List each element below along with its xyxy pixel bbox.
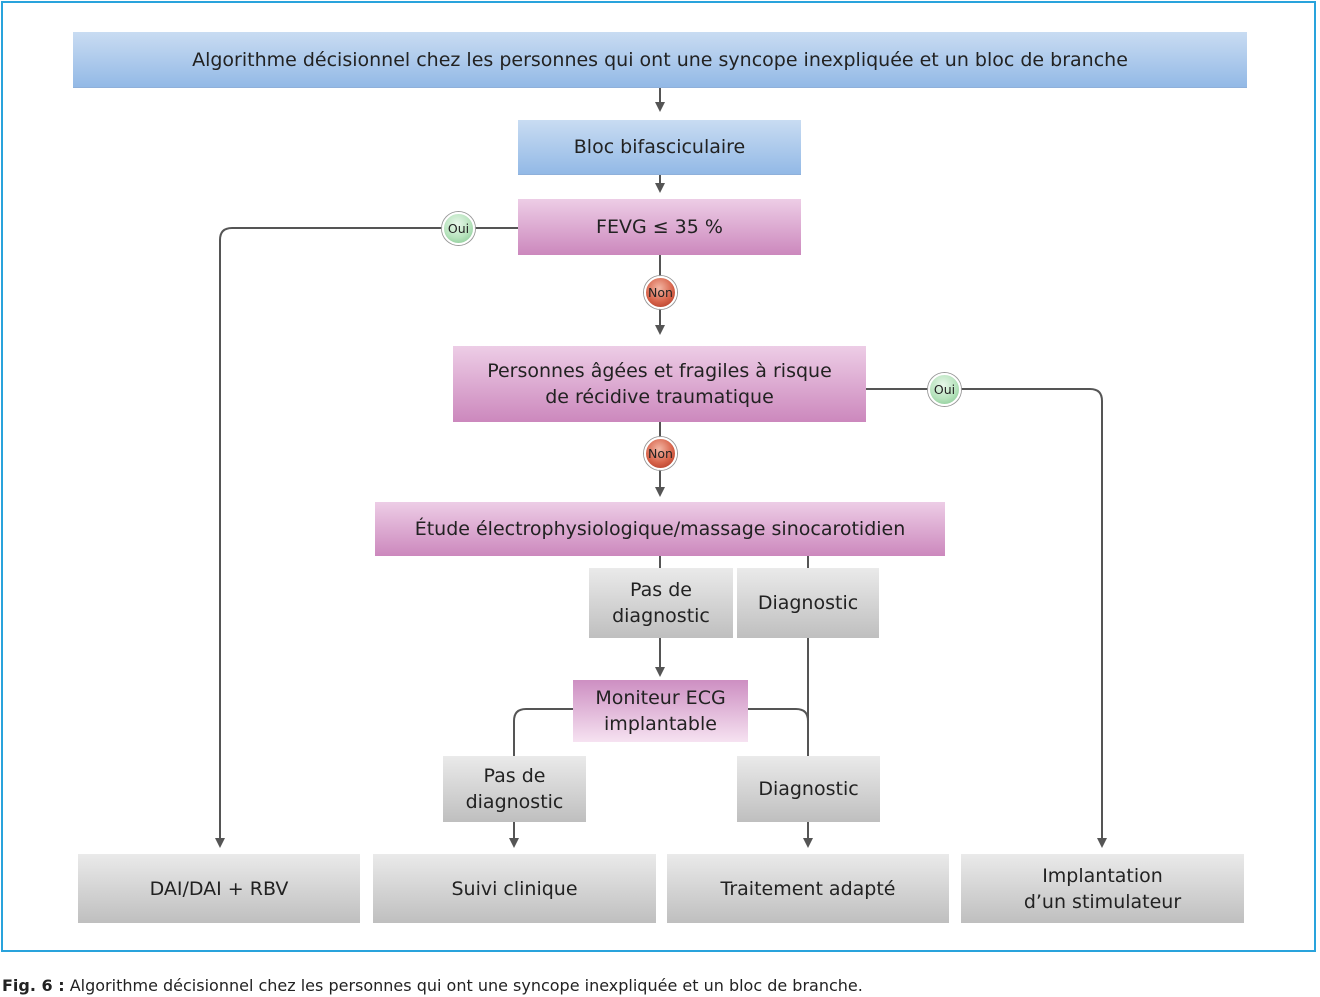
badge-oui-agees: Oui xyxy=(928,373,961,406)
outcome-implantation-line2: d’un stimulateur xyxy=(1023,890,1182,913)
diagnostic-box-1: Diagnostic xyxy=(737,568,879,638)
moniteur-ecg-line1: Moniteur ECG xyxy=(595,687,726,709)
badge-non-agees: Non xyxy=(644,437,677,470)
diagnostic-1-label: Diagnostic xyxy=(757,592,859,614)
moniteur-ecg-box: Moniteur ECG implantable xyxy=(573,680,748,742)
personnes-agees-line2: de récidive traumatique xyxy=(545,386,774,408)
pas-de-diagnostic-2-line2: diagnostic xyxy=(465,791,564,813)
title-box: Algorithme décisionnel chez les personne… xyxy=(73,32,1247,88)
pas-de-diagnostic-1-line1: Pas de xyxy=(630,579,692,601)
fevg-box: FEVG ≤ 35 % xyxy=(518,199,801,255)
pas-de-diagnostic-box-1: Pas de diagnostic xyxy=(589,568,733,638)
arrow-fevg-oui-to-dai xyxy=(215,227,519,848)
outcome-suivi-label: Suivi clinique xyxy=(451,877,578,900)
pas-de-diagnostic-1-line2: diagnostic xyxy=(612,605,710,627)
outcome-traitement-label: Traitement adapté xyxy=(720,877,896,900)
diagnostic-box-2: Diagnostic xyxy=(737,756,880,822)
personnes-agees-box: Personnes âgées et fragiles à risque de … xyxy=(453,346,866,422)
personnes-agees-line1: Personnes âgées et fragiles à risque xyxy=(487,360,832,382)
figure-caption-label: Fig. 6 : xyxy=(2,976,65,995)
line-moniteur-to-pasdiag2 xyxy=(513,708,573,756)
outcome-dai-label: DAI/DAI + RBV xyxy=(149,877,289,900)
outcome-traitement-box: Traitement adapté xyxy=(667,854,949,923)
outcome-dai-box: DAI/DAI + RBV xyxy=(78,854,360,923)
figure-caption-text: Algorithme décisionnel chez les personne… xyxy=(64,976,863,995)
outcome-implantation-box: Implantation d’un stimulateur xyxy=(961,854,1244,923)
bloc-bifasciculaire-box: Bloc bifasciculaire xyxy=(518,120,801,175)
outcome-implantation-line1: Implantation xyxy=(1042,864,1163,887)
etude-box: Étude électrophysiologique/massage sinoc… xyxy=(375,502,945,556)
diagnostic-2-label: Diagnostic xyxy=(758,778,859,800)
line-moniteur-to-diag2 xyxy=(748,708,809,756)
fevg-label: FEVG ≤ 35 % xyxy=(596,216,723,238)
etude-label: Étude électrophysiologique/massage sinoc… xyxy=(414,518,906,540)
badge-non-fevg: Non xyxy=(644,276,677,309)
diagram-frame xyxy=(1,1,1316,952)
pas-de-diagnostic-2-line1: Pas de xyxy=(483,765,546,787)
figure-caption: Fig. 6 : Algorithme décisionnel chez les… xyxy=(2,976,863,995)
badge-oui-fevg: Oui xyxy=(442,212,475,245)
pas-de-diagnostic-box-2: Pas de diagnostic xyxy=(443,756,586,822)
outcome-suivi-box: Suivi clinique xyxy=(373,854,656,923)
bloc-bifasciculaire-label: Bloc bifasciculaire xyxy=(573,136,746,158)
arrow-agees-oui-to-implant xyxy=(866,388,1107,848)
moniteur-ecg-line2: implantable xyxy=(604,713,717,735)
title-text: Algorithme décisionnel chez les personne… xyxy=(192,48,1128,71)
